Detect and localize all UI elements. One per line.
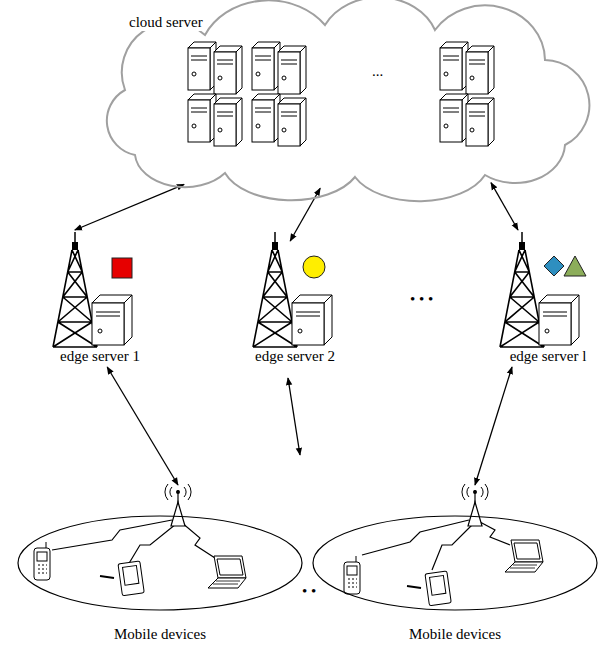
edge-server-node: edge server 2 (235, 230, 355, 367)
edge-server-l-icon (500, 232, 586, 347)
illustration-part (544, 256, 564, 276)
illustration-part (466, 98, 494, 146)
illustration-part (112, 258, 132, 278)
device-group-ellipse: Mobile devices (310, 485, 600, 645)
illustration-part (362, 520, 469, 555)
cloud-node: cloud server (95, 5, 590, 190)
edge-server-node: edge server l (488, 230, 608, 367)
link-arrow (75, 184, 184, 230)
illustration-part (52, 520, 172, 550)
illustration-part (480, 522, 510, 545)
outline-path (18, 516, 302, 610)
edge-server-1-icon (53, 232, 132, 347)
illustration-part (278, 46, 306, 94)
outline-path (313, 516, 597, 610)
ellipse-outline (15, 485, 305, 645)
edge-server-2-icon (253, 232, 332, 347)
link-arrow (290, 188, 320, 241)
mobile-devices-right (344, 484, 543, 606)
mobile-devices-left (34, 484, 246, 596)
cloud-label: cloud server (127, 13, 205, 31)
illustration-part (292, 295, 332, 345)
node-label: edge server 1 (60, 347, 140, 365)
illustration-part (466, 46, 494, 94)
illustration-part (252, 94, 280, 142)
illustration-part (188, 94, 216, 142)
illustration-part (181, 522, 215, 558)
illustration-part (34, 542, 50, 580)
device-group-ellipse: Mobile devices (15, 485, 305, 645)
illustration-part (407, 571, 451, 606)
illustration-part (92, 295, 132, 345)
illustration-part (539, 295, 579, 345)
ellipse-outline (310, 485, 600, 645)
cloud-outline (95, 5, 590, 190)
node-label: edge server l (510, 347, 587, 365)
illustration-part (440, 94, 468, 142)
link-arrow (491, 183, 518, 230)
edge-server-node: edge server 1 (40, 230, 160, 367)
free-arrow (288, 378, 300, 455)
ellipsis: ... (372, 62, 383, 80)
illustration-part (253, 232, 297, 347)
illustration-part (252, 42, 280, 90)
illustration-part (462, 484, 488, 526)
illustration-part (500, 232, 544, 347)
node-label: edge server 2 (255, 347, 335, 365)
illustration-part (165, 484, 191, 526)
ellipsis: • • (302, 582, 316, 600)
illustration-part (505, 540, 543, 572)
illustration-part (432, 524, 473, 570)
node-label: Mobile devices (114, 625, 206, 643)
illustration-part (128, 524, 176, 565)
illustration-part (208, 556, 246, 588)
illustration-part (278, 98, 306, 146)
illustration-part (440, 42, 468, 90)
illustration-part (100, 561, 144, 596)
illustration-part (214, 46, 242, 94)
illustration-part (214, 98, 242, 146)
illustration-part (188, 42, 216, 90)
node-label: Mobile devices (409, 625, 501, 643)
link-arrow (475, 367, 512, 485)
ellipsis: • • • (410, 290, 433, 308)
illustration-part (564, 256, 586, 276)
outline-path (107, 0, 590, 201)
cloud-server-racks (188, 42, 494, 146)
illustration-part (344, 556, 360, 594)
illustration-part (303, 256, 325, 278)
illustration-part (53, 232, 97, 347)
link-arrow (107, 367, 178, 485)
